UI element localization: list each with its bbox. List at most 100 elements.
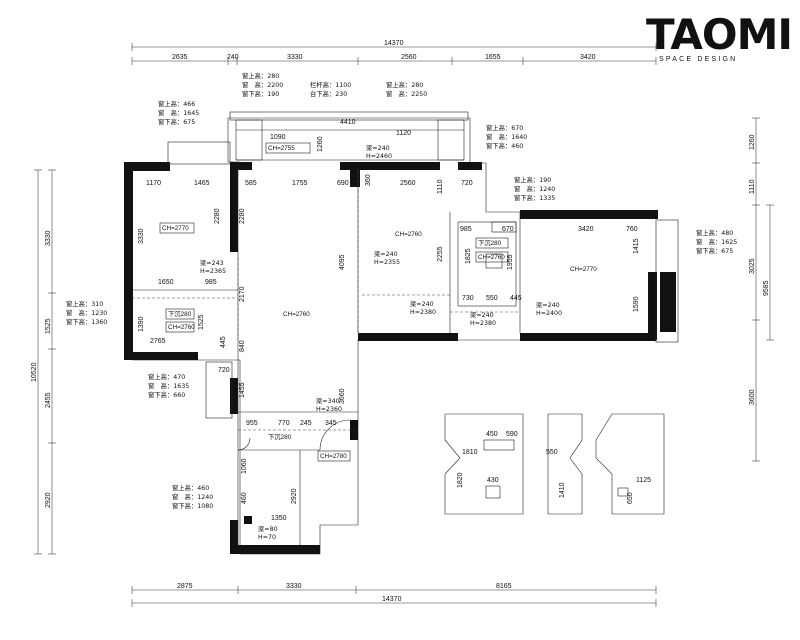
- dim-left-seg-3: 2455: [45, 392, 52, 408]
- dim-top-seg-2: 240: [227, 54, 239, 61]
- window-note-3: 窗上高：280 窗 高：2250: [386, 80, 427, 98]
- dim-inner-25: 4095: [339, 254, 346, 270]
- dim-inner-48: 1350: [271, 515, 287, 522]
- dim-inner-29: 3420: [578, 226, 594, 233]
- dim-inner-6: 1465: [194, 180, 210, 187]
- dim-top-seg-4: 2560: [401, 54, 417, 61]
- dim-inner-13: 720: [461, 180, 473, 187]
- svg-text:窗 高：1635: 窗 高：1635: [148, 381, 189, 390]
- svg-text:梁=240: 梁=240: [366, 143, 390, 152]
- dim-inner-39: 1455: [239, 382, 246, 398]
- dim-inner-27: 1825: [465, 248, 472, 264]
- dim-right-seg-3: 3025: [749, 258, 756, 274]
- svg-text:H=2460: H=2460: [366, 153, 392, 160]
- dim-inner-43: 345: [325, 420, 337, 427]
- svg-text:窗 高：1645: 窗 高：1645: [158, 108, 199, 117]
- svg-text:H=2380: H=2380: [470, 320, 496, 327]
- dim-bottom-total: 14370: [382, 596, 402, 603]
- svg-text:窗 高：1240: 窗 高：1240: [172, 492, 213, 501]
- dim-inner-8: 1755: [292, 180, 308, 187]
- svg-text:窗上高：466: 窗上高：466: [158, 99, 195, 108]
- svg-text:H=2360: H=2360: [316, 406, 342, 413]
- dim-left-seg-1: 3330: [45, 230, 52, 246]
- svg-text:梁=240: 梁=240: [536, 300, 560, 309]
- dim-left-seg-2: 1525: [45, 318, 52, 334]
- svg-text:窗下高：675: 窗下高：675: [696, 246, 733, 255]
- dim-top-seg-6: 3420: [580, 54, 596, 61]
- svg-text:窗上高：470: 窗上高：470: [148, 372, 185, 381]
- window-note-4: 窗上高：466 窗 高：1645 窗下高：675: [158, 99, 199, 126]
- dim-inner-40: 955: [246, 420, 258, 427]
- dim-inner-28: 1955: [507, 254, 514, 270]
- dim-inner-53: 550: [546, 449, 558, 456]
- brand-logo: TAOMI SPACE DESIGN: [646, 10, 793, 63]
- bottom-dimensions: 2875 3330 8165 14370: [131, 583, 657, 607]
- svg-text:窗上高：460: 窗上高：460: [172, 483, 209, 492]
- svg-text:梁=340: 梁=340: [316, 396, 340, 405]
- dim-bottom-seg-3: 8165: [496, 583, 512, 590]
- svg-text:窗下高：660: 窗下高：660: [148, 390, 185, 399]
- dim-right-seg-1: 1260: [749, 134, 756, 150]
- dim-inner-30: 760: [626, 226, 638, 233]
- top-dimensions: 14370 2635 240 3330 2560 1655 3420: [131, 40, 657, 65]
- dim-inner-24: 840: [239, 340, 246, 352]
- dim-inner-34: 670: [502, 226, 514, 233]
- beam-note-1: 梁=240 H=2460: [366, 143, 392, 160]
- logo-tagline: SPACE DESIGN: [659, 56, 737, 63]
- dim-inner-46: 460: [241, 492, 248, 504]
- beam-note-7: 梁=340 H=2360: [316, 396, 342, 413]
- svg-text:栏杆高：1100: 栏杆高：1100: [310, 80, 351, 89]
- dim-inner-57: 1810: [462, 449, 478, 456]
- window-note-5: 窗上高：670 窗 高：1640 窗下高：460: [486, 123, 527, 150]
- svg-text:窗 高：2250: 窗 高：2250: [386, 89, 427, 98]
- dim-top-seg-3: 3330: [287, 54, 303, 61]
- svg-text:窗下高：1080: 窗下高：1080: [172, 501, 213, 510]
- svg-text:窗上高：310: 窗上高：310: [66, 299, 103, 308]
- svg-text:梁=240: 梁=240: [470, 310, 494, 319]
- dim-right-seg-2: 1110: [749, 179, 756, 194]
- window-note-2: 栏杆高：1100 台下高：230: [310, 80, 351, 98]
- dim-inner-5: 1170: [146, 180, 161, 187]
- svg-text:H=70: H=70: [258, 534, 276, 541]
- svg-text:梁=243: 梁=243: [200, 258, 224, 267]
- beam-note-4: 梁=240 H=2380: [410, 299, 436, 316]
- dim-inner-38: 720: [218, 367, 230, 374]
- svg-text:H=2355: H=2355: [374, 259, 400, 266]
- dim-inner-41: 770: [278, 420, 290, 427]
- svg-text:窗上高：480: 窗上高：480: [696, 228, 733, 237]
- svg-text:梁=240: 梁=240: [410, 299, 434, 308]
- dim-inner-1: 1090: [270, 134, 286, 141]
- beam-note-8: 梁=80 H=70: [258, 524, 278, 541]
- sunken-label-kitchen: 下沉280: [478, 239, 502, 247]
- dim-inner-52: 430: [487, 477, 499, 484]
- dim-inner-49: 450: [486, 431, 498, 438]
- svg-text:H=2400: H=2400: [536, 310, 562, 317]
- sunken-label-bath-1: 下沉280: [168, 310, 192, 318]
- dim-inner-21: 2765: [150, 338, 166, 345]
- svg-text:H=2380: H=2380: [410, 309, 436, 316]
- svg-text:梁=240: 梁=240: [374, 249, 398, 258]
- dim-inner-31: 1415: [633, 238, 640, 254]
- window-note-10: 窗上高：460 窗 高：1240 窗下高：1080: [172, 483, 213, 510]
- svg-text:窗下高：460: 窗下高：460: [486, 141, 523, 150]
- dim-left-seg-4: 2920: [45, 492, 52, 508]
- ceiling-label-bedroom-2: CH=2770: [570, 266, 597, 273]
- dim-inner-10: 360: [365, 174, 372, 186]
- dim-inner-44: 3660: [339, 388, 346, 404]
- dim-inner-45: 1060: [241, 458, 248, 474]
- dim-inner-19: 1390: [138, 316, 145, 332]
- dim-inner-16: 2280: [239, 208, 246, 224]
- svg-text:台下高：230: 台下高：230: [310, 89, 347, 98]
- svg-text:窗下高：675: 窗下高：675: [158, 117, 195, 126]
- dim-inner-54: 1410: [559, 482, 566, 498]
- svg-text:窗上高：670: 窗上高：670: [486, 123, 523, 132]
- svg-text:窗下高：1360: 窗下高：1360: [66, 317, 107, 326]
- dim-inner-56: 650: [627, 492, 634, 504]
- dim-inner-33: 985: [460, 226, 472, 233]
- dim-bottom-seg-2: 3330: [286, 583, 302, 590]
- dim-inner-23: 2170: [239, 286, 246, 302]
- dim-bottom-seg-1: 2875: [177, 583, 193, 590]
- walls: [124, 111, 679, 555]
- dim-top-seg-5: 1655: [485, 54, 501, 61]
- beam-note-2: 梁=243 H=2365: [200, 258, 226, 275]
